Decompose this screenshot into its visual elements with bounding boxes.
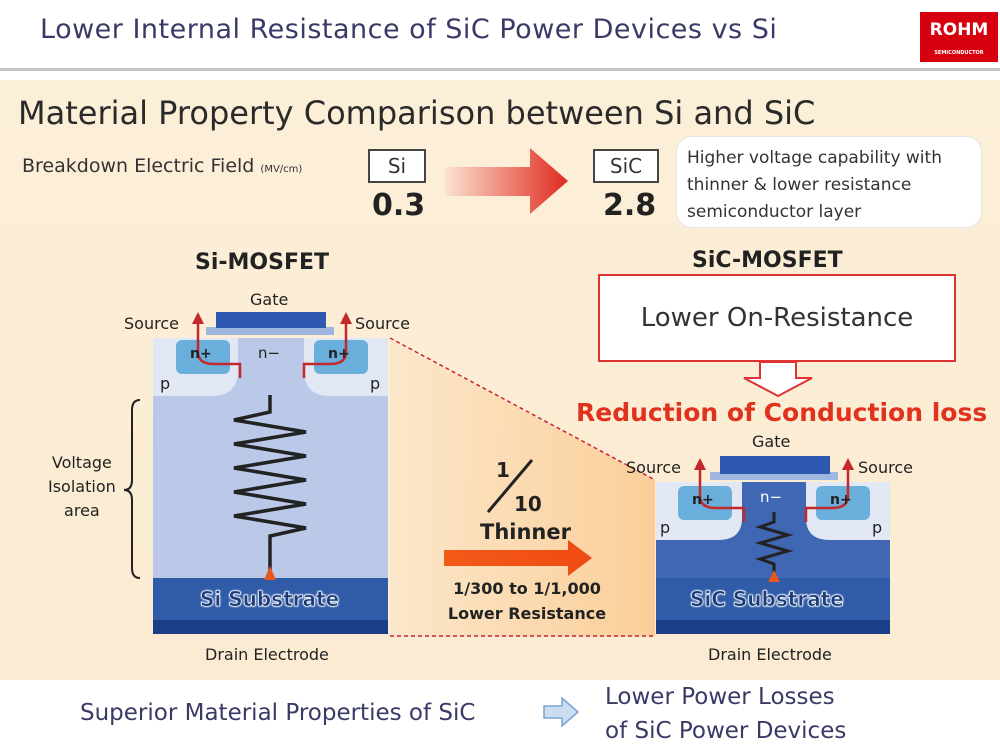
si-n-plus-right xyxy=(314,340,368,374)
sic-n-plus-right-label: n+ xyxy=(830,492,852,508)
sic-p-right-label: p xyxy=(872,518,883,537)
voltage-label-line-2: Isolation xyxy=(48,477,116,496)
sic-n-plus-right xyxy=(816,486,870,520)
logo-subtext: SEMICONDUCTOR xyxy=(934,50,984,56)
bottom-right-line-2: of SiC Power Devices xyxy=(605,718,847,744)
sic-current-path-left xyxy=(698,468,746,522)
section-title: Material Property Comparison between Si … xyxy=(18,94,816,132)
sic-value: 2.8 xyxy=(603,188,657,223)
sic-source-left-label: Source xyxy=(626,458,681,477)
voltage-isolation-label: Voltage Isolation area xyxy=(48,451,116,523)
sic-drain-electrode xyxy=(656,620,890,634)
si-drain-electrode xyxy=(153,620,388,634)
si-n-minus-label: n− xyxy=(258,344,281,362)
sic-mosfet-title: SiC-MOSFET xyxy=(692,248,843,273)
si-gate-oxide xyxy=(206,327,334,335)
si-p-left-label: p xyxy=(160,374,171,393)
comparison-arrow xyxy=(445,148,568,214)
sic-source-arrow-left xyxy=(694,458,706,470)
header-divider xyxy=(0,68,1000,71)
breakdown-label: Breakdown Electric Field (MV/cm) xyxy=(22,155,302,177)
resistance-line-1: 1/300 to 1/1,000 xyxy=(453,579,601,598)
si-substrate-label: Si Substrate xyxy=(200,587,340,612)
sic-drain-label: Drain Electrode xyxy=(708,645,832,664)
sic-n-minus-label: n− xyxy=(760,488,783,506)
si-gate-label: Gate xyxy=(250,290,289,309)
sic-current-path-right xyxy=(804,468,850,522)
fraction-numerator: 1 xyxy=(496,458,510,482)
si-n-plus-left xyxy=(176,340,230,374)
sic-source-arrow-right xyxy=(842,458,854,470)
bottom-left-text: Superior Material Properties of SiC xyxy=(80,700,476,726)
reduction-label: Reduction of Conduction loss xyxy=(576,398,988,427)
si-source-right-label: Source xyxy=(355,314,410,333)
thinner-arrow xyxy=(444,540,592,576)
si-current-up-arrow xyxy=(264,566,276,580)
breakdown-unit: (MV/cm) xyxy=(260,164,303,175)
si-p-right-label: p xyxy=(370,374,381,393)
sic-n-plus-left xyxy=(678,486,732,520)
si-value: 0.3 xyxy=(372,188,426,223)
si-substrate xyxy=(153,578,388,620)
voltage-brace xyxy=(123,399,141,579)
rohm-logo: ROHM SEMICONDUCTOR xyxy=(920,12,998,62)
header-bar: Lower Internal Resistance of SiC Power D… xyxy=(0,0,1000,71)
callout-line-2: thinner & lower resistance xyxy=(687,175,912,195)
si-drain-label: Drain Electrode xyxy=(205,645,329,664)
voltage-label-line-1: Voltage xyxy=(51,453,112,472)
voltage-label-line-3: area xyxy=(64,501,100,520)
si-current-path-right xyxy=(302,322,348,378)
down-arrow-icon xyxy=(743,361,813,398)
si-source-arrow-left xyxy=(192,312,204,324)
si-source-left-label: Source xyxy=(124,314,179,333)
bottom-right-line-1: Lower Power Losses xyxy=(605,684,835,710)
si-n-plus-right-label: n+ xyxy=(328,346,350,362)
fraction-slash xyxy=(486,459,534,513)
sic-p-left-label: p xyxy=(660,518,671,537)
callout-box: Higher voltage capability with thinner &… xyxy=(676,136,982,228)
sic-source-right-label: Source xyxy=(858,458,913,477)
dash-top xyxy=(389,337,656,481)
sic-n-plus-left-label: n+ xyxy=(692,492,714,508)
bottom-right-text: Lower Power Losses of SiC Power Devices xyxy=(605,680,846,748)
thinner-label: Thinner xyxy=(480,520,571,544)
sic-label-box: SiC xyxy=(593,149,659,183)
slide-title: Lower Internal Resistance of SiC Power D… xyxy=(40,14,778,45)
sic-gate-label: Gate xyxy=(752,432,791,451)
resistance-line-2: Lower Resistance xyxy=(447,604,607,623)
callout-line-3: semiconductor layer xyxy=(687,202,862,222)
si-mosfet-title: Si-MOSFET xyxy=(195,250,330,275)
resistance-label: 1/300 to 1/1,000 Lower Resistance xyxy=(432,576,622,626)
si-source-arrow-right xyxy=(340,312,352,324)
si-gate-electrode xyxy=(216,312,326,328)
si-current-path-left xyxy=(196,322,242,378)
sic-current-up-arrow xyxy=(768,570,780,582)
sic-substrate-label: SiC Substrate xyxy=(690,587,844,612)
sic-resistor-symbol xyxy=(754,512,794,574)
si-n-plus-left-label: n+ xyxy=(190,346,212,362)
lower-on-resistance-box: Lower On-Resistance xyxy=(598,274,956,362)
sic-gate-oxide xyxy=(710,472,838,480)
sic-substrate xyxy=(656,578,890,620)
logo-text: ROHM xyxy=(929,20,989,40)
callout-line-1: Higher voltage capability with xyxy=(687,148,942,168)
si-label-box: Si xyxy=(368,149,426,183)
bottom-arrow-icon xyxy=(543,696,580,728)
fraction-denominator: 10 xyxy=(514,492,542,516)
sic-gate-electrode xyxy=(720,456,830,474)
breakdown-label-text: Breakdown Electric Field xyxy=(22,155,255,177)
si-resistor-symbol xyxy=(233,395,307,572)
